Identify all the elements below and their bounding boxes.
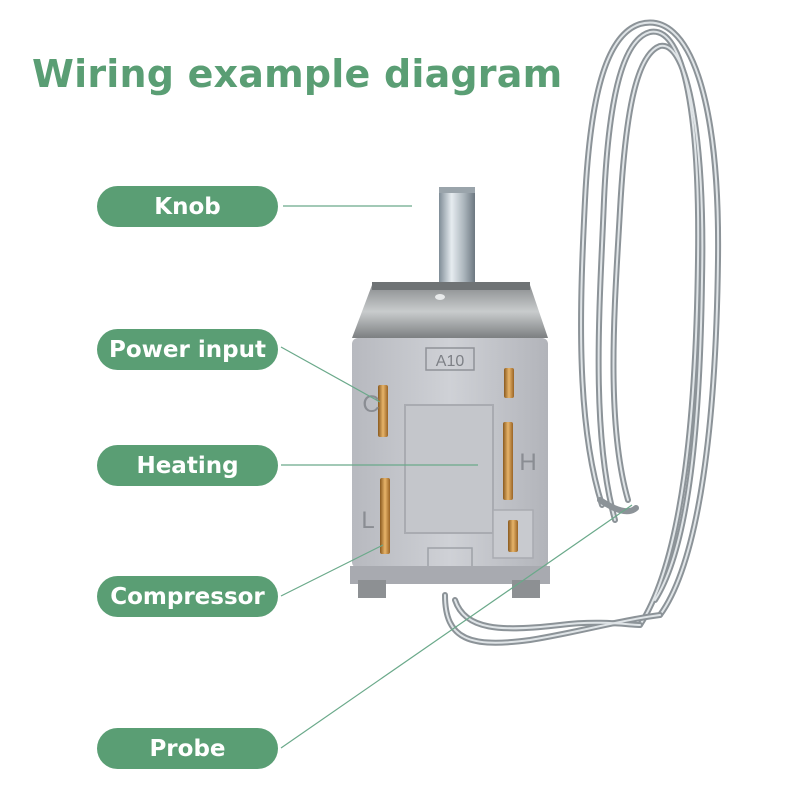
label-compressor: Compressor — [97, 576, 278, 617]
diagram-title: Wiring example diagram — [32, 52, 563, 96]
terminal-c-mark: C — [362, 391, 379, 418]
thermostat-body — [350, 338, 550, 598]
metal-cap — [352, 282, 548, 338]
knob-shaft — [439, 187, 475, 285]
label-heating: Heating — [97, 445, 278, 486]
label-power-input: Power input — [97, 329, 278, 370]
leader-line-probe — [280, 504, 633, 749]
label-probe: Probe — [97, 728, 278, 769]
leader-lines — [280, 205, 633, 749]
leader-line-power-input — [280, 346, 381, 403]
leader-line-compressor — [280, 544, 384, 597]
terminal-l-mark: L — [361, 507, 374, 534]
terminals — [378, 368, 518, 554]
model-mark: A10 — [436, 353, 465, 370]
terminal-h-mark: H — [519, 449, 536, 476]
label-knob: Knob — [97, 186, 278, 227]
